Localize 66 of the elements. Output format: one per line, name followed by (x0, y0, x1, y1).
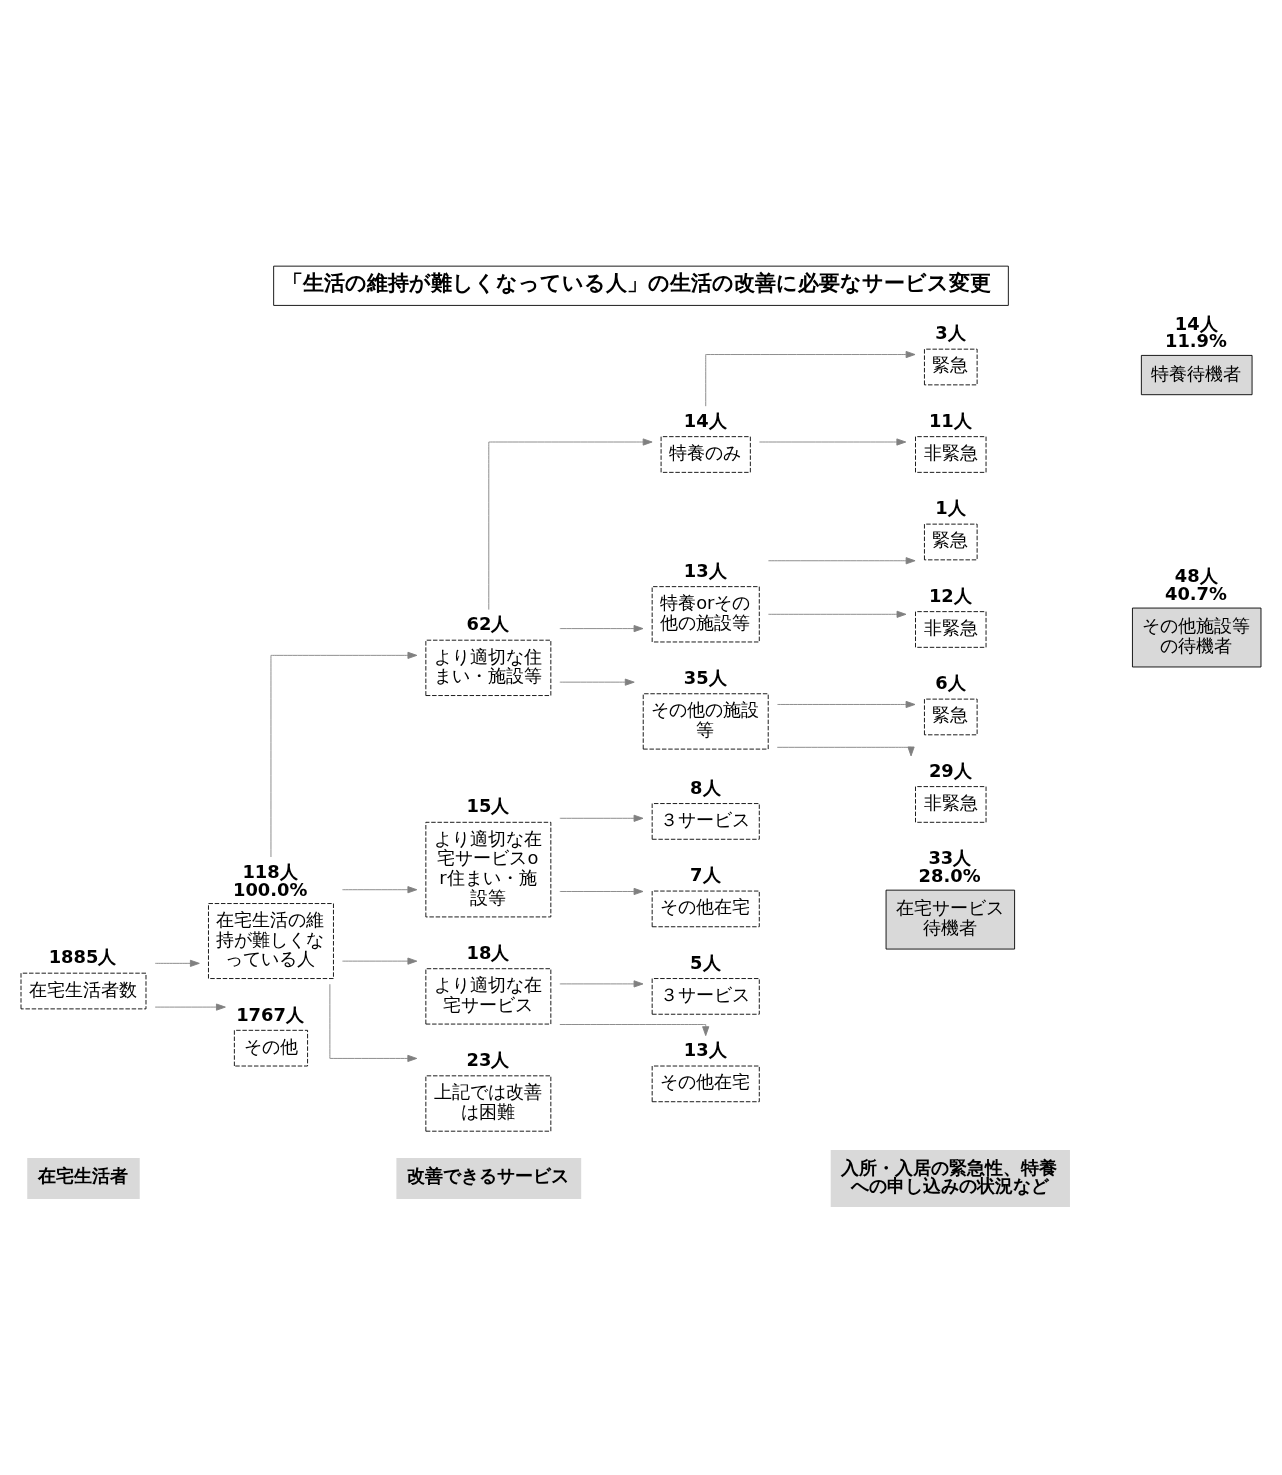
node-label: 1人 (935, 497, 966, 519)
diagram-title: 「生活の維持が難しくなっている人」の生活の改善に必要なサービス変更 (282, 270, 992, 296)
node-box: より適切な住まい・施設等 (425, 639, 552, 696)
arrow (488, 438, 653, 611)
arrow (329, 983, 418, 1062)
arrow (270, 651, 418, 858)
arrow (559, 1024, 710, 1037)
node-label: 14人 (1174, 312, 1218, 334)
node-label: 14人 (683, 409, 727, 431)
node-box: 非緊急 (915, 436, 987, 473)
node-label: 29人 (928, 759, 972, 781)
node-box: 在宅生活者数 (20, 972, 147, 1010)
node-label: 15人 (466, 795, 510, 817)
arrow (705, 350, 916, 407)
node-label: 33人 (928, 847, 972, 869)
node-label: 35人 (683, 666, 727, 688)
arrow (154, 1003, 226, 1011)
node-label: 13人 (683, 559, 727, 581)
arrow (777, 700, 916, 709)
arrow (154, 959, 200, 967)
arrow (342, 957, 418, 965)
node-box: その他在宅 (651, 890, 760, 928)
node-box: 入所・入居の緊急性、特養への申し込みの状況など (830, 1149, 1070, 1208)
node-box: より適切な在宅サービスor住まい・施設等 (425, 821, 552, 918)
node-label: 1767人 (236, 1003, 304, 1025)
arrow (559, 678, 635, 686)
node-label: 7人 (690, 864, 721, 886)
arrow (559, 625, 644, 633)
arrow (758, 438, 907, 446)
node-label: 18人 (466, 941, 510, 963)
arrow (559, 980, 644, 988)
node-box: 緊急 (924, 523, 978, 561)
node-box: 非緊急 (915, 611, 987, 648)
arrow (559, 887, 644, 896)
node-box: ３サービス (651, 803, 760, 840)
arrow (559, 814, 644, 822)
node-box: 特養のみ (660, 436, 751, 473)
node-label: 62人 (466, 613, 510, 635)
node-label: 13人 (683, 1039, 727, 1061)
node-label: 12人 (928, 584, 972, 606)
node-label: 5人 (690, 951, 721, 973)
node-box: 緊急 (924, 348, 978, 386)
arrow (342, 886, 418, 894)
arrow (767, 557, 916, 565)
node-box: より適切な在宅サービス (425, 968, 552, 1025)
node-box: 改善できるサービス (396, 1157, 582, 1200)
node-box: その他の施設等 (642, 693, 769, 750)
node-label: 23人 (466, 1049, 510, 1071)
node-box: 非緊急 (915, 786, 987, 823)
node-box: 在宅生活の維持が難しくなっている人 (208, 903, 334, 979)
node-label: 48人 (1174, 565, 1218, 587)
node-box: 緊急 (924, 698, 978, 736)
node-box: その他在宅 (651, 1065, 760, 1103)
node-label: 11人 (928, 409, 972, 431)
node-label: 8人 (690, 776, 721, 798)
node-label: 3人 (935, 322, 966, 344)
arrow (776, 746, 915, 757)
arrow (767, 610, 907, 618)
node-box: その他 (233, 1029, 308, 1067)
node-label: 118人 (242, 860, 298, 882)
node-label: 6人 (935, 672, 966, 694)
node-label: 1885人 (48, 946, 117, 968)
node-box: ３サービス (651, 978, 760, 1015)
node-box: 在宅生活者 (27, 1157, 140, 1200)
node-box: 上記では改善は困難 (425, 1075, 552, 1132)
node-box: 特養orその他の施設等 (651, 586, 760, 643)
